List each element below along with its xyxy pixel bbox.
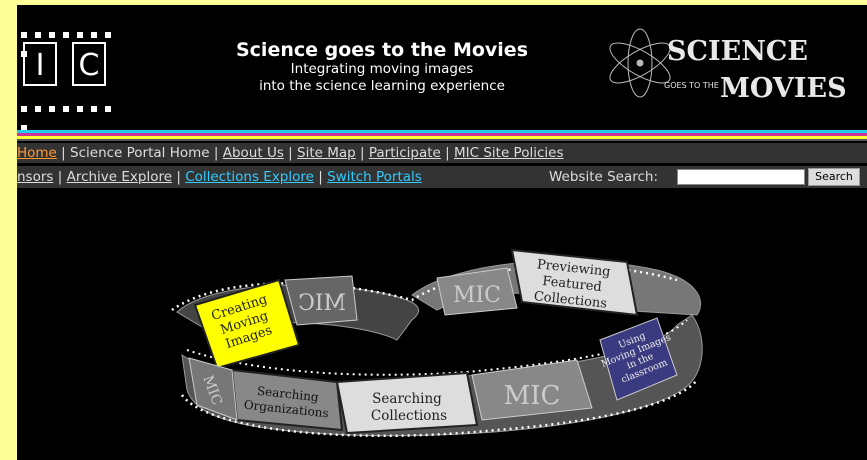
searching-collections-label-2: Collections xyxy=(371,408,447,424)
stripe-yellow xyxy=(17,136,867,139)
nav-about-us-link[interactable]: About Us xyxy=(222,145,284,161)
stripe-cyan xyxy=(17,130,867,133)
mic-badge-front-text: MIC xyxy=(504,381,561,411)
nav-mic-site-policies-link[interactable]: MIC Site Policies xyxy=(454,145,564,161)
previewing-label-2: Featured xyxy=(542,274,603,295)
site-title: Science goes to the Movies xyxy=(235,39,528,61)
searching-collections-label-1: Searching xyxy=(372,391,442,407)
film-perforations-icon xyxy=(17,23,127,57)
logo-letter-i: I xyxy=(23,42,57,86)
creating-moving-images-frame[interactable]: Creating Moving Images xyxy=(193,278,301,370)
nav-home-link[interactable]: Home xyxy=(17,145,57,161)
previewing-featured-collections-frame[interactable]: Previewing Featured Collections xyxy=(510,248,639,317)
logo-letter-c: C xyxy=(72,42,106,86)
mic-badge-top-text: MIC xyxy=(453,283,501,308)
search-button[interactable]: Search xyxy=(808,168,860,186)
nav-participate-link[interactable]: Participate xyxy=(368,145,441,161)
nav-switch-portals-link[interactable]: Switch Portals xyxy=(327,169,422,185)
nav-collections-explore-link[interactable]: Collections Explore xyxy=(185,169,314,185)
using-moving-images-frame[interactable]: Using Moving Images in the classroom xyxy=(596,317,681,401)
science-movies-logo[interactable]: SCIENCE GOES TO THE MOVIES xyxy=(602,15,862,115)
brand-goes-to-the: GOES TO THE xyxy=(664,81,719,90)
searching-organizations-frame[interactable]: Searching Organizations xyxy=(230,368,344,432)
nav-science-portal-home[interactable]: Science Portal Home xyxy=(70,145,210,161)
ribbon-top-edge xyxy=(171,264,678,312)
stripe-gray xyxy=(17,139,867,141)
searching-collections-frame[interactable]: Searching Collections xyxy=(335,371,479,435)
mic-badge-left: MIC xyxy=(188,357,238,421)
mic-badge-top: MIC xyxy=(436,267,518,316)
nav-site-map-link[interactable]: Site Map xyxy=(297,145,356,161)
site-subtitle-2: into the science learning experience xyxy=(259,78,505,94)
brand-movies: MOVIES xyxy=(720,73,847,104)
secondary-nav: nsors | Archive Explore | Collections Ex… xyxy=(17,166,867,188)
stripe-magenta xyxy=(17,133,867,136)
searching-orgs-label-1: Searching xyxy=(256,384,319,404)
film-perforations-icon xyxy=(17,97,127,131)
site-title-block: Science goes to the Movies Integrating m… xyxy=(182,39,582,95)
site-header: I C Science goes to the Movies Integrati… xyxy=(17,5,867,131)
mic-mirrored-frame: MIC xyxy=(284,275,358,326)
brand-science: SCIENCE xyxy=(667,36,808,67)
site-subtitle-1: Integrating moving images xyxy=(290,61,474,77)
nav-archive-explore-link[interactable]: Archive Explore xyxy=(66,169,173,185)
atom-icon xyxy=(609,28,671,98)
mic-badge-front: MIC xyxy=(471,359,593,421)
website-search-input[interactable] xyxy=(677,169,805,185)
primary-nav: Home | Science Portal Home | About Us | … xyxy=(17,143,867,163)
page: I C Science goes to the Movies Integrati… xyxy=(17,5,867,460)
mic-mirrored-text: MIC xyxy=(298,291,346,316)
website-search-label: Website Search: xyxy=(549,169,659,185)
nav-sponsors-link[interactable]: nsors xyxy=(17,169,54,185)
film-ribbon-navigation: Creating Moving Images MIC MIC Previewin… xyxy=(171,248,703,438)
mic-logo[interactable]: I C xyxy=(17,23,127,131)
